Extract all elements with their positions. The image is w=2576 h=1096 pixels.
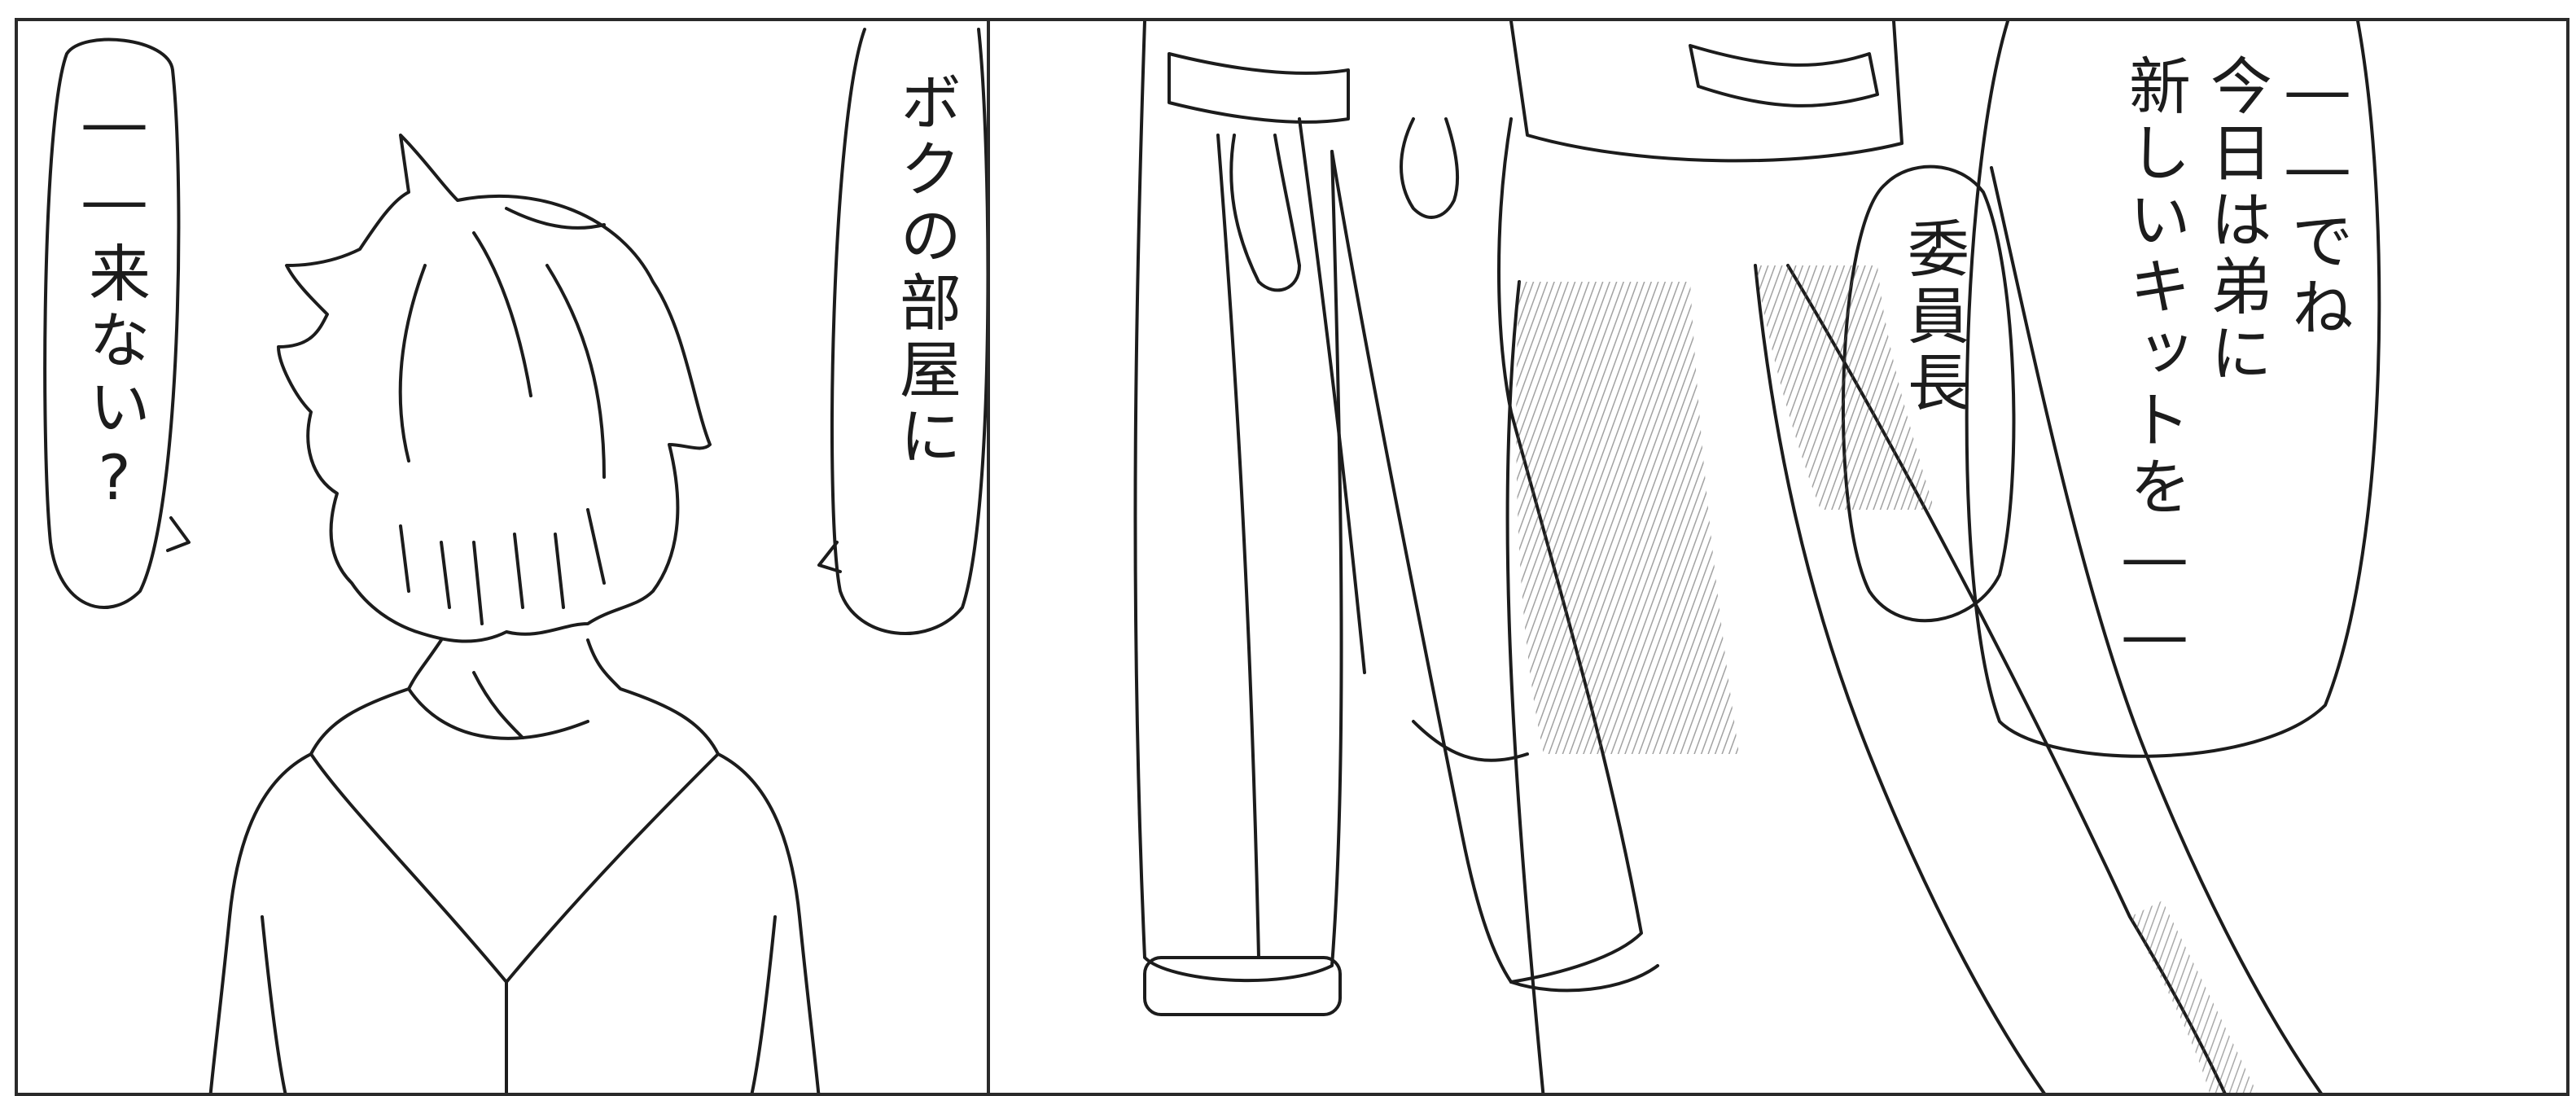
hood-outline [309,638,720,984]
speech-bubble-center-outline [830,28,987,635]
speech-text-new-kit: ――でね 今日は弟に 新しいキットを―― [2118,54,2354,676]
speech-text-come-to-room: ――来ない? [78,86,151,519]
hand-left [1229,134,1301,292]
boy-from-behind-illustration [43,28,987,1093]
speech-text-class-president: 委員長 [1897,217,1969,417]
skirt-outline [1509,21,1904,163]
trousers-outline [1133,21,1343,983]
hair-outline [277,134,712,643]
speech-text-my-room: ボクの部屋に [889,70,962,471]
sleeve-band [1689,44,1879,107]
trouser-cuff [1143,956,1342,1016]
two-people-legs-illustration [1133,21,2381,1093]
left-panel: ――来ない? ボクの部屋に [15,18,990,1096]
leg-right-outline [1505,280,1545,1093]
right-panel: ――でね 今日は弟に 新しいキットを―― 委員長 [987,18,2569,1096]
jacket-outline [208,752,313,1093]
speech-bubble-right-outline [1965,21,2381,758]
speech-bubble-left-outline [43,37,181,609]
sleeve-cuff [1168,52,1350,124]
